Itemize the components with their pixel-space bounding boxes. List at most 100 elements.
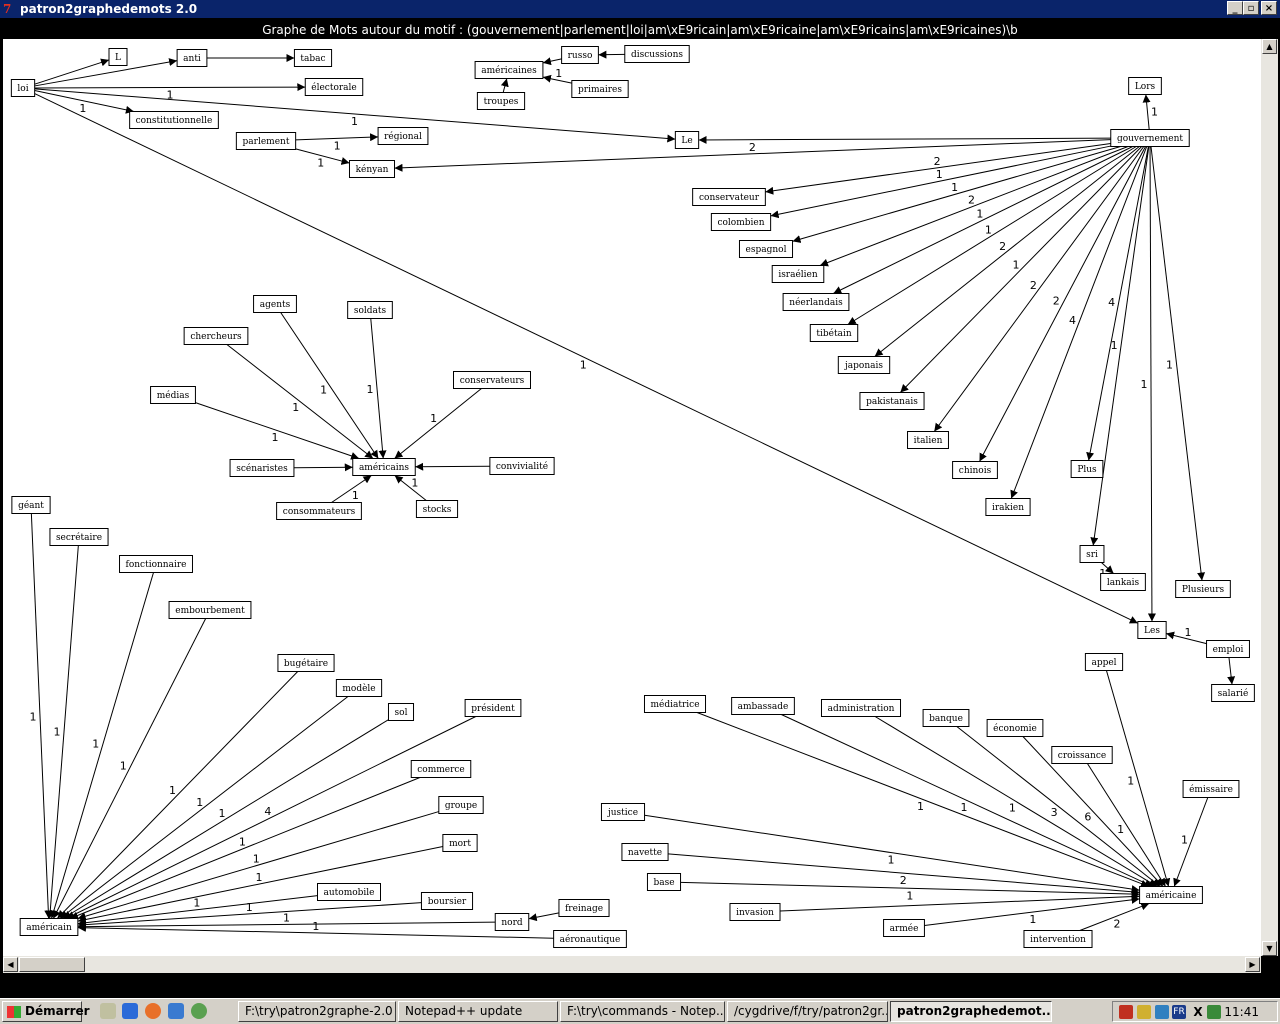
node-chercheurs[interactable]: chercheurs — [183, 327, 249, 345]
node-freinage[interactable]: freinage — [558, 899, 610, 917]
node-nord[interactable]: nord — [494, 913, 530, 931]
node-Plusieurs[interactable]: Plusieurs — [1175, 580, 1231, 598]
node-japonais[interactable]: japonais — [837, 356, 891, 374]
node-Les[interactable]: Les — [1137, 621, 1167, 639]
node-parlement[interactable]: parlement — [235, 132, 297, 150]
node-conservateurs[interactable]: conservateurs — [453, 371, 531, 389]
taskbar-button[interactable]: patron2graphedemot... — [890, 1001, 1052, 1022]
node-israelien[interactable]: israélien — [771, 265, 825, 283]
start-button[interactable]: Démarrer — [2, 1001, 90, 1022]
node-embourbement[interactable]: embourbement — [168, 601, 252, 619]
node-justice[interactable]: justice — [600, 803, 646, 821]
show-desktop-icon[interactable] — [100, 1003, 116, 1019]
node-emissaire[interactable]: émissaire — [1182, 780, 1240, 798]
node-president[interactable]: président — [464, 699, 522, 717]
close-tray-icon[interactable]: X — [1193, 1005, 1203, 1019]
node-anti[interactable]: anti — [176, 49, 208, 67]
node-primaires[interactable]: primaires — [571, 80, 629, 98]
node-bugetaire[interactable]: bugétaire — [277, 654, 335, 672]
node-ambassade[interactable]: ambassade — [731, 697, 795, 715]
node-groupe[interactable]: groupe — [438, 796, 484, 814]
minimize-button[interactable]: _ — [1227, 1, 1243, 15]
node-medias[interactable]: médias — [150, 386, 196, 404]
node-loi[interactable]: loi — [10, 79, 36, 97]
node-americaine[interactable]: américaine — [1139, 886, 1203, 904]
node-armee[interactable]: armée — [883, 919, 925, 937]
node-boursier[interactable]: boursier — [420, 892, 474, 910]
node-aeronautique[interactable]: aéronautique — [553, 930, 627, 948]
node-soldats[interactable]: soldats — [347, 301, 393, 319]
node-navette[interactable]: navette — [621, 843, 669, 861]
taskbar-button[interactable]: F:\try\patron2graphe-2.0 — [238, 1001, 396, 1022]
firefox-icon[interactable] — [145, 1003, 161, 1019]
node-secretaire[interactable]: secrétaire — [49, 528, 109, 546]
taskbar-button[interactable]: Notepad++ update — [398, 1001, 558, 1022]
node-L[interactable]: L — [108, 48, 128, 66]
node-americain[interactable]: américain — [19, 918, 79, 936]
node-sri[interactable]: sri — [1079, 545, 1105, 563]
node-base[interactable]: base — [646, 873, 682, 891]
language-indicator[interactable]: FR — [1172, 1005, 1186, 1019]
node-Plus[interactable]: Plus — [1070, 460, 1104, 478]
node-mort[interactable]: mort — [442, 834, 478, 852]
window-titlebar[interactable]: 7 patron2graphedemots 2.0 _ ▫ × — [0, 0, 1280, 18]
node-conservateur[interactable]: conservateur — [692, 188, 766, 206]
node-banque[interactable]: banque — [922, 709, 970, 727]
scroll-right-arrow[interactable]: ▶ — [1245, 957, 1260, 972]
node-discussions[interactable]: discussions — [624, 45, 690, 63]
node-espagnol[interactable]: espagnol — [738, 240, 794, 258]
node-kenyan[interactable]: kényan — [348, 160, 396, 178]
node-tabac[interactable]: tabac — [293, 49, 333, 67]
vertical-scrollbar[interactable]: ▲ ▼ — [1261, 39, 1278, 956]
quick-launch-icon[interactable] — [168, 1003, 184, 1019]
node-troupes[interactable]: troupes — [476, 92, 526, 110]
graph-canvas[interactable]: 1111111122112112122441111111111111111111… — [3, 39, 1261, 956]
node-mediatrice[interactable]: médiatrice — [643, 695, 707, 713]
node-regional[interactable]: régional — [377, 127, 429, 145]
node-gouvernement[interactable]: gouvernement — [1110, 129, 1190, 147]
node-americaines[interactable]: américaines — [474, 61, 544, 79]
scroll-up-arrow[interactable]: ▲ — [1262, 39, 1277, 54]
node-automobile[interactable]: automobile — [317, 883, 381, 901]
node-convivialite[interactable]: convivialité — [489, 457, 555, 475]
internet-explorer-icon[interactable] — [122, 1003, 138, 1019]
node-intervention[interactable]: intervention — [1023, 930, 1093, 948]
tray-icon[interactable] — [1207, 1005, 1221, 1019]
taskbar-button[interactable]: F:\try\commands - Notep... — [560, 1001, 725, 1022]
quick-launch-icon[interactable] — [191, 1003, 207, 1019]
node-lankais[interactable]: lankais — [1100, 573, 1146, 591]
node-russo[interactable]: russo — [561, 46, 599, 64]
node-commerce[interactable]: commerce — [410, 760, 472, 778]
close-button[interactable]: × — [1261, 1, 1277, 15]
node-salarie[interactable]: salarié — [1211, 684, 1255, 702]
node-modele[interactable]: modèle — [335, 679, 383, 697]
node-pakistanais[interactable]: pakistanais — [859, 392, 925, 410]
node-invasion[interactable]: invasion — [729, 903, 781, 921]
node-agents[interactable]: agents — [253, 295, 297, 313]
node-consommateurs[interactable]: consommateurs — [276, 502, 362, 520]
node-emploi[interactable]: emploi — [1206, 640, 1250, 658]
node-tibetain[interactable]: tibétain — [809, 324, 859, 342]
node-croissance[interactable]: croissance — [1051, 746, 1113, 764]
node-appel[interactable]: appel — [1084, 653, 1124, 671]
node-chinois[interactable]: chinois — [952, 461, 998, 479]
scroll-down-arrow[interactable]: ▼ — [1262, 941, 1277, 956]
node-Le[interactable]: Le — [674, 131, 700, 149]
node-sol[interactable]: sol — [387, 703, 415, 721]
node-constitutionnelle[interactable]: constitutionnelle — [129, 111, 219, 129]
node-irakien[interactable]: irakien — [985, 498, 1031, 516]
tray-icon[interactable] — [1155, 1005, 1169, 1019]
node-scenaristes[interactable]: scénaristes — [229, 459, 295, 477]
node-economie[interactable]: économie — [986, 719, 1044, 737]
node-administration[interactable]: administration — [820, 699, 902, 717]
node-electorale[interactable]: électorale — [304, 78, 364, 96]
node-fonctionnaire[interactable]: fonctionnaire — [119, 555, 193, 573]
tray-icon[interactable] — [1137, 1005, 1151, 1019]
node-colombien[interactable]: colombien — [710, 213, 772, 231]
taskbar-button[interactable]: /cygdrive/f/try/patron2gr... — [727, 1001, 888, 1022]
maximize-button[interactable]: ▫ — [1243, 1, 1259, 15]
scroll-left-arrow[interactable]: ◀ — [3, 957, 18, 972]
node-stocks[interactable]: stocks — [415, 500, 459, 518]
node-italien[interactable]: italien — [907, 431, 949, 449]
node-geant[interactable]: géant — [11, 496, 51, 514]
